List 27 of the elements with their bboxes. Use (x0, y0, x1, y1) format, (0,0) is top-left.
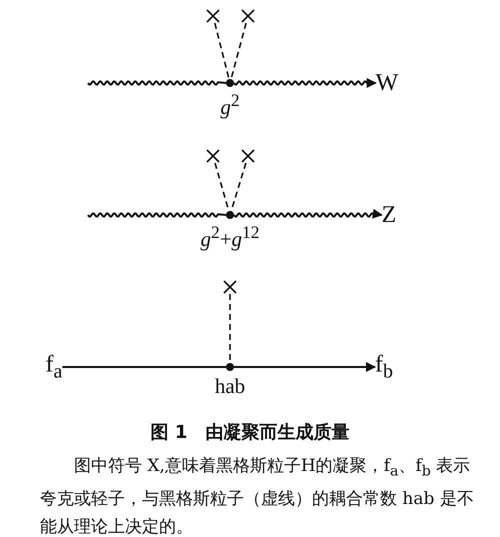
dashed-line (229, 294, 231, 363)
coupling-label: g$^{2}$ (220, 91, 240, 118)
coupling-label: hab (214, 375, 246, 398)
coupling-label: g$^{2}$+g$^{12}$ (200, 223, 260, 250)
wavy-line (87, 80, 226, 86)
particle-label: Z (382, 203, 396, 227)
vertex-dot (226, 211, 234, 219)
particle-label: W (376, 71, 398, 95)
wavy-line (87, 212, 226, 218)
cross-mark (241, 9, 255, 23)
dashed-line (214, 22, 230, 80)
figure-caption: 图中符号 X,意味着黑格斯粒子H的凝聚，f$_{a}$、f$_{b}$ 表示夸克或轻子，与黑格斯粒子（虚线）的耦合常数 hab 是不能从理论上决定的。 (40, 455, 475, 537)
cross-mark (206, 9, 220, 23)
vertex-dot (226, 363, 234, 371)
arrow (234, 362, 376, 372)
wavy-arrow (233, 208, 383, 219)
cross-mark (223, 280, 237, 294)
cross-mark (241, 149, 255, 163)
dashed-line (230, 22, 247, 80)
dashed-line (230, 162, 247, 212)
vertex-dot (226, 79, 234, 87)
figure-title: 图 1 由凝聚而生成质量 (150, 421, 350, 444)
cross-mark (206, 149, 220, 163)
wavy-arrow (233, 78, 377, 88)
line (62, 366, 226, 368)
particle-label: f$_{a}$ (46, 352, 62, 382)
particle-label: f$_{b}$ (375, 352, 393, 382)
